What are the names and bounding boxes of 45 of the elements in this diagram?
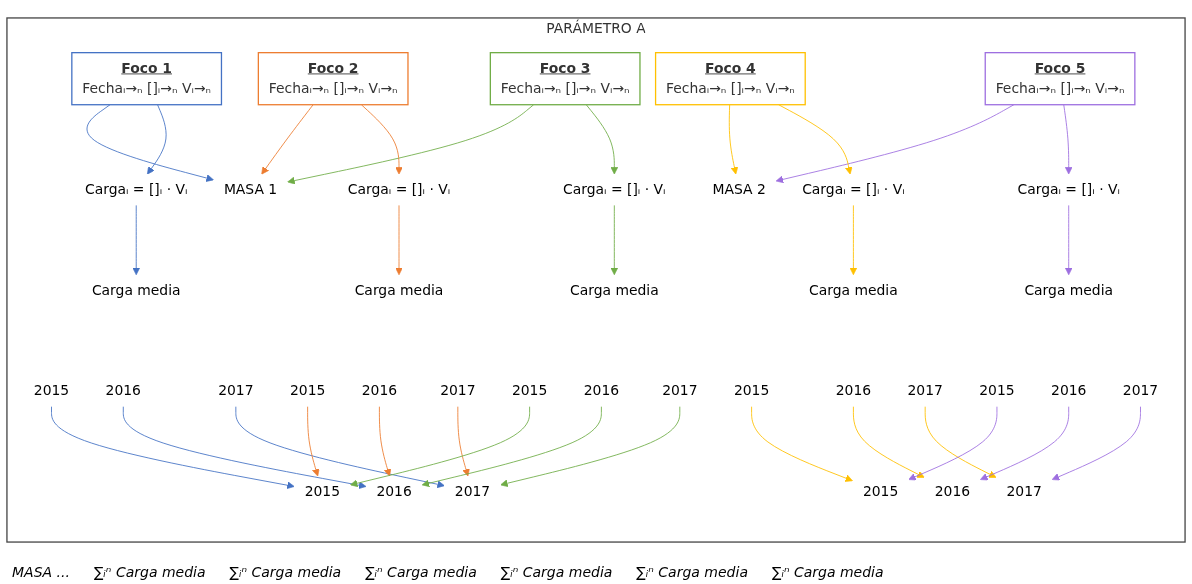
node-text: Cargaᵢ = []ᵢ · Vᵢ (802, 181, 905, 198)
node-text: 2017 (218, 382, 254, 399)
node-text: 2015 (979, 382, 1015, 399)
node-text: 2016 (361, 382, 398, 399)
node-box: Foco 5 Fechaᵢ→ₙ []ᵢ→ₙ Vᵢ→ₙ (984, 52, 1136, 106)
node-box: Foco 1 Fechaᵢ→ₙ []ᵢ→ₙ Vᵢ→ₙ (71, 52, 223, 106)
node-text: Carga media (809, 281, 898, 299)
node-text: 2015 (511, 382, 548, 399)
node-text: Cargaᵢ = []ᵢ · Vᵢ (1017, 181, 1120, 198)
node-box: Foco 4 Fechaᵢ→ₙ []ᵢ→ₙ Vᵢ→ₙ (654, 52, 806, 106)
node-text: Carga media (1024, 281, 1114, 299)
node-text: Cargaᵢ = []ᵢ · Vᵢ (563, 181, 666, 198)
node-text: 2017 (1006, 483, 1042, 500)
node-text: 2015 (33, 382, 70, 399)
node-text: 2015 (733, 382, 770, 399)
group-label: MASA ... (12, 564, 70, 580)
node-text: 2017 (662, 382, 698, 399)
node-text: 2016 (376, 483, 412, 500)
node-text: 2016 (583, 382, 620, 399)
node-text: 2017 (1122, 382, 1159, 399)
sum-formula: ∑ᵢⁿ Carga media (771, 564, 884, 580)
node-text: Carga media (91, 281, 181, 299)
sum-formula: ∑ᵢⁿ Carga media (365, 564, 477, 580)
node-text: 2016 (1051, 382, 1087, 399)
node-text: 2016 (934, 483, 971, 500)
node-text: 2017 (907, 382, 943, 399)
node-box: Foco 2 Fechaᵢ→ₙ []ᵢ→ₙ Vᵢ→ₙ (257, 52, 409, 106)
node-text: 2015 (304, 483, 340, 500)
node-text: 2015 (289, 382, 326, 399)
node-text: 2015 (862, 483, 899, 500)
node-text: Carga media (354, 281, 444, 299)
node-text: 2016 (105, 382, 141, 399)
node-text: 2017 (454, 483, 491, 500)
sum-formula: ∑ᵢⁿ Carga media (636, 564, 748, 580)
node-text: Carga media (570, 281, 659, 299)
sum-formula: ∑ᵢⁿ Carga media (229, 564, 342, 580)
node-text: MASA 1 (223, 181, 278, 198)
node-text: 2016 (835, 382, 872, 399)
node-text: Cargaᵢ = []ᵢ · Vᵢ (84, 181, 188, 198)
node-box: Foco 3 Fechaᵢ→ₙ []ᵢ→ₙ Vᵢ→ₙ (489, 52, 641, 106)
node-text: Cargaᵢ = []ᵢ · Vᵢ (347, 181, 451, 198)
node-text: MASA 2 (712, 181, 766, 198)
sum-formula: ∑ᵢⁿ Carga media (500, 564, 613, 580)
node-text: 2017 (440, 382, 476, 399)
sum-formula: ∑ᵢⁿ Carga media (93, 564, 206, 580)
